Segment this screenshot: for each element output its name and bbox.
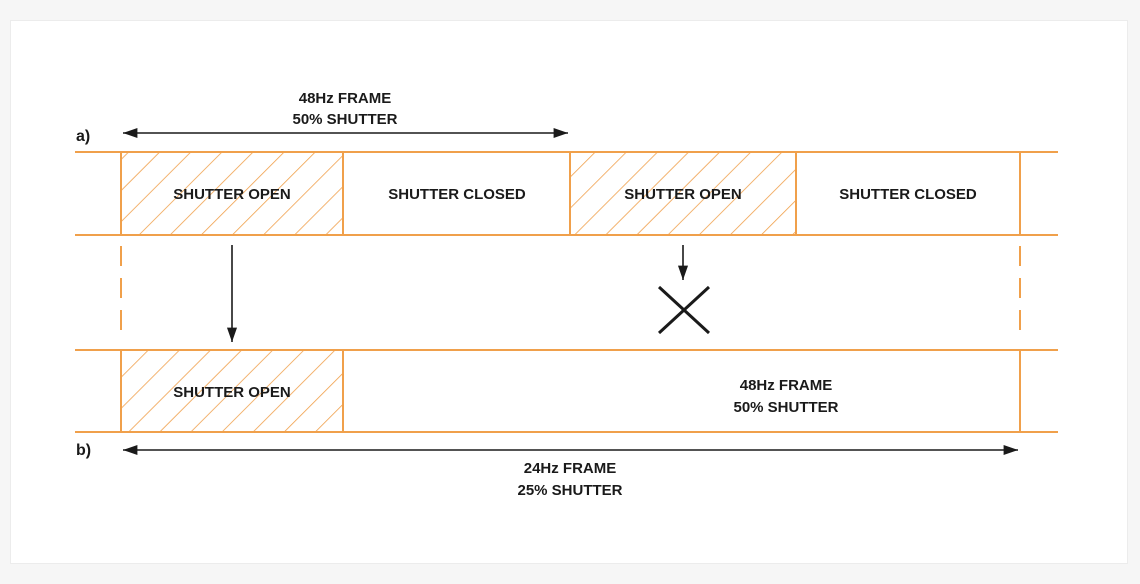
- row-b-frame-line2: 50% SHUTTER: [733, 399, 838, 416]
- bottom-arrow-line2: 25% SHUTTER: [517, 482, 622, 499]
- diagram-frame: [10, 20, 1128, 564]
- row-a-cell-1: SHUTTER OPEN: [173, 186, 291, 203]
- row-a: SHUTTER OPEN SHUTTER CLOSED SHUTTER OPEN…: [75, 151, 1058, 236]
- x-mark-icon: [657, 285, 711, 335]
- row-b-hatch: [121, 350, 343, 432]
- row-b-open-label: SHUTTER OPEN: [173, 384, 291, 401]
- row-a-hatch-1: [121, 152, 343, 234]
- bottom-span-arrow: 24Hz FRAME 25% SHUTTER: [123, 444, 1018, 499]
- top-arrow-line2: 50% SHUTTER: [292, 111, 397, 128]
- dashed-connectors: [120, 246, 1021, 340]
- row-a-hatch-2: [570, 152, 796, 234]
- row-a-cell-3: SHUTTER OPEN: [624, 186, 742, 203]
- row-b: SHUTTER OPEN 48Hz FRAME 50% SHUTTER: [75, 349, 1058, 433]
- top-span-arrow: 48Hz FRAME 50% SHUTTER: [123, 90, 568, 139]
- bottom-arrow-line1: 24Hz FRAME: [524, 460, 617, 477]
- row-a-cell-4: SHUTTER CLOSED: [839, 186, 977, 203]
- row-a-label: a): [76, 128, 90, 145]
- top-arrow-line1: 48Hz FRAME: [299, 90, 392, 107]
- row-b-frame-line1: 48Hz FRAME: [740, 377, 833, 394]
- row-a-cell-2: SHUTTER CLOSED: [388, 186, 526, 203]
- row-b-label: b): [76, 442, 91, 459]
